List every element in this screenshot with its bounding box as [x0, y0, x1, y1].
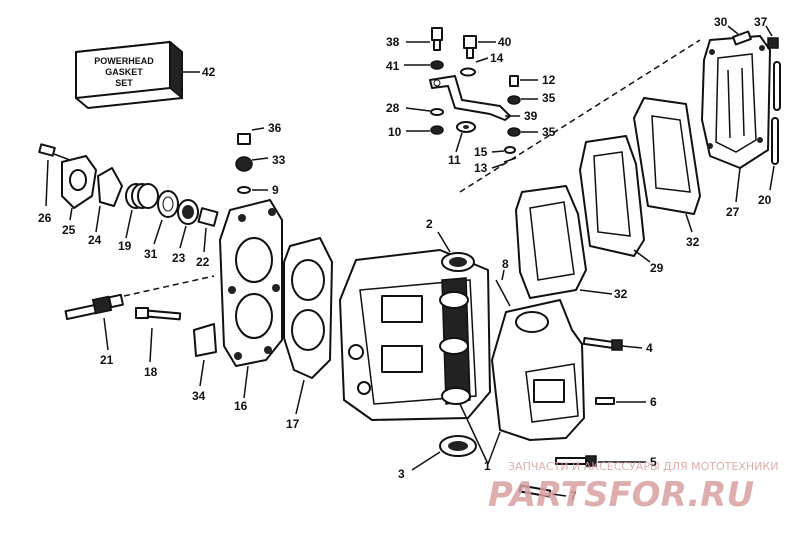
- gasket-set-line1: POWERHEAD: [94, 56, 154, 66]
- callout-41: 41: [386, 59, 400, 73]
- callout-12: 12: [542, 73, 556, 87]
- watermark-brand: PARTSFOR.RU: [488, 475, 754, 515]
- callout-18: 18: [144, 365, 158, 379]
- callout-14: 14: [490, 51, 504, 65]
- callout-7: 7: [570, 489, 577, 503]
- callout-27: 27: [726, 205, 740, 219]
- callout-33: 33: [272, 153, 286, 167]
- callout-15: 15: [474, 145, 488, 159]
- watermark: ЗАПЧАСТИ И АКСЕССУАРЫ ДЛЯ МОТОТЕХНИКИ PA…: [488, 460, 778, 515]
- callout-40: 40: [498, 35, 512, 49]
- callout-labels: 1 2 3 4 5 6 7 8 9 10 11 12 13 14 15 16 1…: [38, 15, 772, 503]
- callout-31: 31: [144, 247, 158, 261]
- callout-5: 5: [650, 455, 657, 469]
- callout-11: 11: [448, 153, 461, 167]
- callout-6: 6: [650, 395, 657, 409]
- callout-38: 38: [386, 35, 400, 49]
- callout-35-lower: 35: [542, 125, 556, 139]
- callout-25: 25: [62, 223, 76, 237]
- callout-19: 19: [118, 239, 132, 253]
- callout-42: 42: [202, 65, 216, 79]
- gasket-set-box: POWERHEAD GASKET SET 42: [75, 40, 216, 109]
- callout-13: 13: [474, 161, 488, 175]
- callout-4: 4: [646, 341, 653, 355]
- callout-17: 17: [286, 417, 300, 431]
- callout-35-upper: 35: [542, 91, 556, 105]
- callout-2: 2: [426, 217, 433, 231]
- callout-28: 28: [386, 101, 400, 115]
- exhaust-cover-group: [701, 25, 781, 203]
- callout-32-lower: 32: [614, 287, 628, 301]
- watermark-caption: ЗАПЧАСТИ И АКСЕССУАРЫ ДЛЯ МОТОТЕХНИКИ: [508, 460, 778, 473]
- callout-22: 22: [196, 255, 210, 269]
- callout-20: 20: [758, 193, 772, 207]
- callout-3: 3: [398, 467, 405, 481]
- callout-26: 26: [38, 211, 52, 225]
- gasket-set-line2: GASKET: [105, 67, 143, 77]
- callout-37: 37: [754, 15, 768, 29]
- callout-1: 1: [484, 459, 491, 473]
- thermostat-group: [38, 143, 219, 253]
- callout-30: 30: [714, 15, 728, 29]
- callout-36: 36: [268, 121, 282, 135]
- callout-29: 29: [650, 261, 664, 275]
- crankcase-half: [459, 269, 646, 498]
- callout-21: 21: [100, 353, 114, 367]
- callout-16: 16: [234, 399, 248, 413]
- throttle-bracket-group: [404, 27, 701, 193]
- callout-24: 24: [88, 233, 102, 247]
- callout-32-upper: 32: [686, 235, 700, 249]
- callout-39: 39: [524, 109, 538, 123]
- callout-23: 23: [172, 251, 186, 265]
- crankcase-block: [339, 231, 491, 471]
- callout-34: 34: [192, 389, 206, 403]
- cylinder-head-group: [64, 127, 333, 415]
- callout-9: 9: [272, 183, 279, 197]
- cover-gasket-group: [515, 97, 701, 299]
- spark-plug: [64, 275, 215, 351]
- callout-8: 8: [502, 257, 509, 271]
- callout-10: 10: [388, 125, 402, 139]
- gasket-set-line3: SET: [115, 78, 133, 88]
